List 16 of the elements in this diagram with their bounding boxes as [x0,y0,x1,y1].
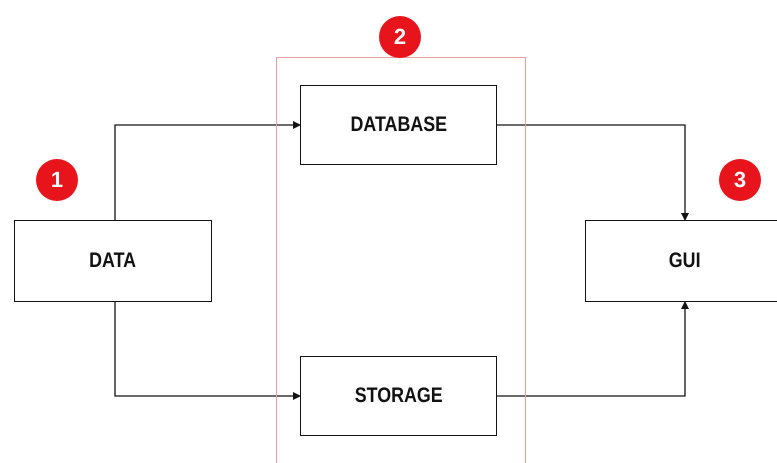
callout-number: 3 [719,159,761,201]
arrow [497,301,689,397]
process-box [14,220,212,302]
process-box [585,220,777,302]
callout-number: 1 [36,159,78,201]
arrow [497,124,689,221]
box-label: STORAGE [354,384,442,408]
process-box [300,356,497,436]
box-label: GUI [669,249,701,273]
box-label: DATA [90,249,136,273]
callout-number: 2 [379,16,421,58]
process-box [300,85,497,165]
group-frame [276,57,526,463]
box-label: DATABASE [350,113,447,137]
arrow [114,121,301,220]
arrow [114,302,301,400]
